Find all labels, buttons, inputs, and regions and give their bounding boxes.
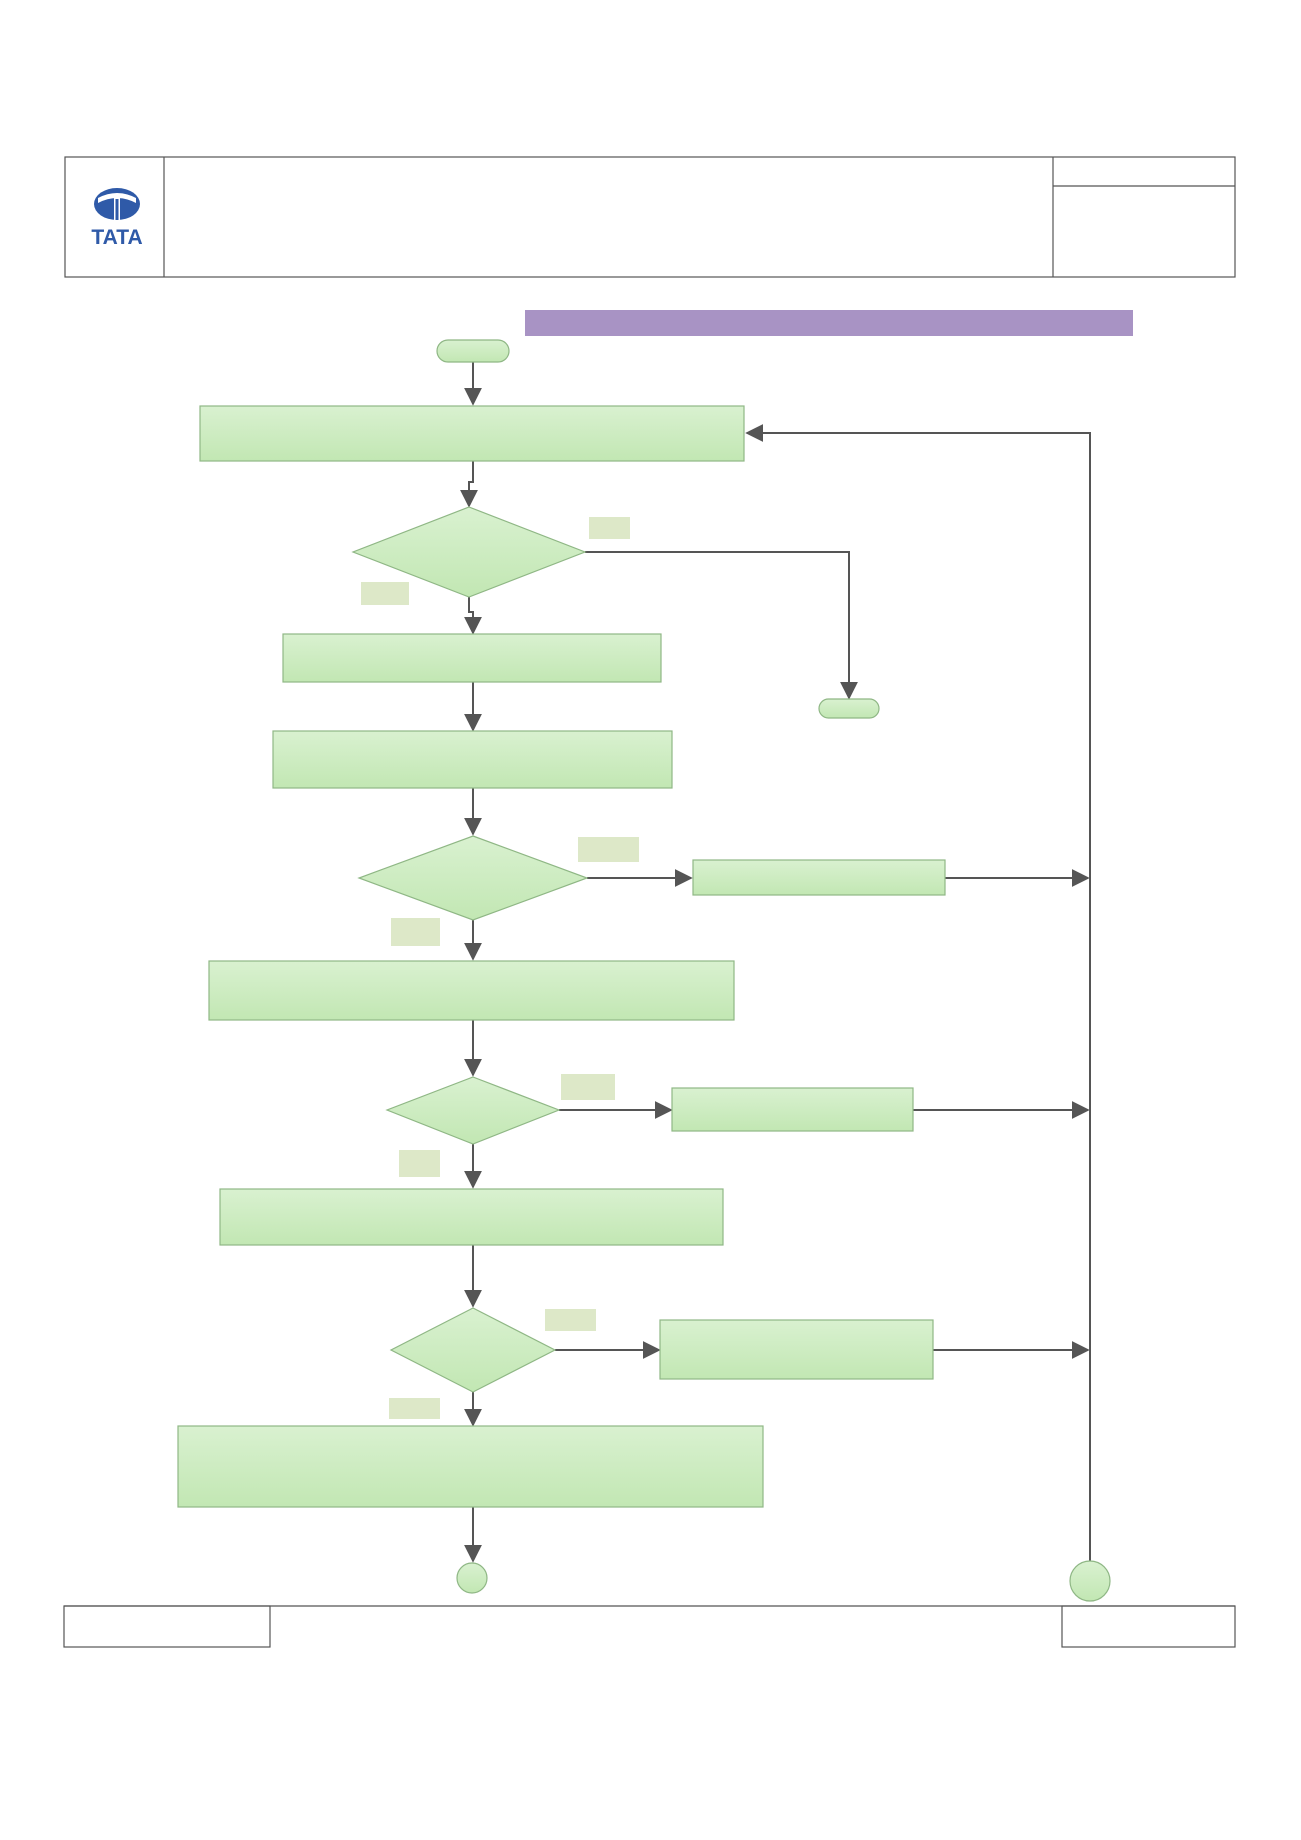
footer-right-cell xyxy=(1061,1605,1236,1648)
footer-left-cell xyxy=(63,1605,271,1648)
decision-2 xyxy=(357,835,589,921)
process-step-5 xyxy=(219,1188,724,1246)
tata-logo-text: TATA xyxy=(91,226,142,249)
flow-arrow xyxy=(460,461,478,508)
decision-3 xyxy=(385,1076,561,1145)
process-step-3 xyxy=(272,730,673,789)
process-step-6 xyxy=(177,1425,764,1508)
decision-1-no-chip xyxy=(361,582,409,605)
decision-2-yes-chip xyxy=(578,837,639,862)
flow-arrow xyxy=(585,551,858,700)
decision-4-yes-chip xyxy=(545,1309,596,1331)
decision-1-yes-chip xyxy=(589,517,630,539)
start-terminal xyxy=(436,339,510,363)
section-banner xyxy=(525,310,1133,336)
decision-3-no-chip xyxy=(399,1150,440,1177)
loop-back-arrow xyxy=(745,424,1091,1562)
decision-3-yes-chip xyxy=(561,1074,615,1100)
decision-1 xyxy=(351,506,587,598)
side-step-2 xyxy=(671,1087,914,1132)
process-step-2 xyxy=(282,633,662,683)
process-step-1 xyxy=(199,405,745,462)
flow-connectors xyxy=(460,362,1091,1563)
document-header: TATA xyxy=(64,156,1236,278)
continue-connector xyxy=(456,1562,488,1594)
tata-logo-icon xyxy=(94,188,140,220)
document-footer xyxy=(63,1605,1236,1648)
flow-arrow xyxy=(464,597,482,635)
decision-2-no-chip xyxy=(391,918,440,946)
end-terminal xyxy=(818,698,880,719)
side-step-1 xyxy=(692,859,946,896)
process-step-4 xyxy=(208,960,735,1021)
loop-connector xyxy=(1069,1560,1111,1602)
decision-4 xyxy=(389,1307,557,1393)
side-step-3 xyxy=(659,1319,934,1380)
decision-4-no-chip xyxy=(389,1398,440,1419)
